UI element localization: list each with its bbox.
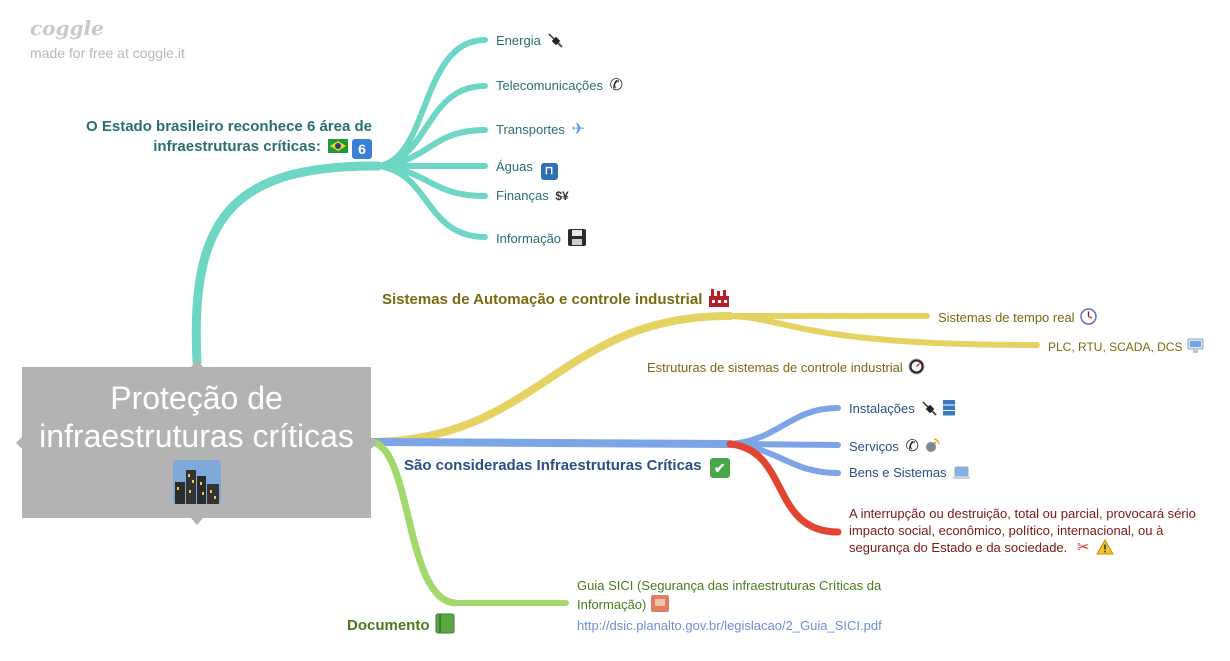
root-node[interactable]: Proteção de infraestruturas críticas — [22, 367, 371, 518]
teal-item-telecom[interactable]: Telecomunicações ✆ — [496, 78, 623, 94]
teal-item-telecom-label: Telecomunicações — [496, 78, 603, 93]
yellow-branch-label[interactable]: Sistemas de Automação e controle industr… — [382, 288, 729, 313]
plug-icon — [547, 32, 564, 52]
yellow-item-estruturas[interactable]: Estruturas de sistemas de controle indus… — [647, 358, 925, 379]
yellow-item-tempo-real-label: Sistemas de tempo real — [938, 310, 1075, 325]
factory-icon — [708, 288, 729, 313]
number-six-icon: 6 — [352, 139, 372, 159]
teal-item-aguas[interactable]: Águas ⊓ — [496, 159, 558, 180]
green-guide-line1: Guia SICI (Segurança das infraestruturas… — [577, 578, 882, 593]
yellow-item-tempo-real[interactable]: Sistemas de tempo real — [938, 308, 1097, 329]
teal-sub-transportes — [375, 127, 488, 169]
green-guide-line2-wrap: Informação) — [577, 595, 882, 617]
root-right-notch — [371, 437, 377, 449]
green-branch-label-text: Documento — [347, 617, 430, 634]
made-with-coggle-text[interactable]: made for free at coggle.it — [30, 45, 185, 61]
teal-item-energia[interactable]: Energia — [496, 32, 564, 52]
airplane-icon: ✈ — [571, 121, 585, 138]
green-book-icon — [435, 613, 455, 640]
guide-link[interactable]: http://dsic.planalto.gov.br/legislacao/2… — [577, 618, 882, 633]
blue-item-bens-label: Bens e Sistemas — [849, 465, 947, 480]
blue-main-branch — [368, 438, 734, 448]
currency-exchange-icon: $¥ — [555, 189, 569, 203]
blue-branch-label[interactable]: São consideradas Infraestruturas Crítica… — [404, 456, 730, 478]
red-branch-line3-wrap: segurança do Estado e da sociedade. ✂ — [849, 538, 1196, 559]
yellow-item-plc[interactable]: PLC, RTU, SCADA, DCS — [1048, 338, 1204, 358]
satellite-icon — [924, 437, 941, 458]
yellow-item-estruturas-label: Estruturas de sistemas de controle indus… — [647, 360, 903, 375]
green-main-branch — [368, 438, 459, 607]
plug-icon — [921, 400, 938, 420]
red-branch-line2: impacto social, econômico, político, int… — [849, 523, 1164, 538]
red-branch-line3: segurança do Estado e da sociedade. — [849, 540, 1068, 555]
coggle-logo[interactable]: coggle — [30, 16, 104, 40]
root-left-notch — [16, 437, 22, 449]
floppy-disk-icon — [567, 229, 586, 250]
teal-branch-label-line2: infraestruturas críticas: — [153, 138, 321, 155]
green-item-guia[interactable]: Guia SICI (Segurança das infraestruturas… — [577, 577, 882, 635]
clock-icon — [1080, 308, 1097, 329]
teal-branch-label-line1: O Estado brasileiro reconhece 6 área de — [86, 118, 372, 135]
laptop-icon — [953, 466, 971, 484]
root-title-line1: Proteção de — [110, 380, 283, 416]
teal-item-energia-label: Energia — [496, 33, 541, 48]
teal-item-transportes-label: Transportes — [496, 122, 565, 137]
blue-item-servicos[interactable]: Serviços ✆ — [849, 437, 941, 458]
teal-item-financas[interactable]: Finanças $¥ — [496, 188, 569, 204]
blue-item-bens[interactable]: Bens e Sistemas — [849, 465, 971, 484]
blue-item-servicos-label: Serviços — [849, 439, 899, 454]
teal-item-aguas-label: Águas — [496, 159, 533, 174]
blue-item-instalacoes[interactable]: Instalações — [849, 400, 956, 420]
teal-main-branch — [191, 161, 383, 367]
desktop-computer-icon — [1187, 338, 1204, 358]
teal-item-financas-label: Finanças — [496, 188, 549, 203]
teal-branch-label-line2-wrap: infraestruturas críticas: 6 — [86, 137, 372, 159]
yellow-branch-label-text: Sistemas de Automação e controle industr… — [382, 291, 703, 308]
phone-icon: ✆ — [905, 438, 919, 455]
yellow-item-plc-label: PLC, RTU, SCADA, DCS — [1048, 340, 1183, 354]
root-bottom-notch — [191, 518, 203, 525]
red-branch — [726, 440, 842, 536]
teal-sub-telecom — [375, 83, 488, 169]
city-icon — [173, 460, 221, 504]
yellow-main-branch — [368, 311, 734, 446]
red-branch-line1: A interrupção ou destruição, total ou pa… — [849, 506, 1196, 521]
yellow-sub-plc — [727, 313, 1040, 348]
teal-sub-informacao — [375, 163, 488, 240]
teal-item-informacao[interactable]: Informação — [496, 229, 586, 250]
root-top-notch — [191, 359, 203, 367]
teal-item-transportes[interactable]: Transportes ✈ — [496, 122, 585, 138]
blue-item-instalacoes-label: Instalações — [849, 401, 915, 416]
teal-branch-label[interactable]: O Estado brasileiro reconhece 6 área de … — [86, 117, 372, 159]
server-icon — [943, 400, 956, 420]
blue-sub-instalacoes — [727, 405, 841, 447]
root-title-line2: infraestruturas críticas — [39, 418, 354, 454]
red-branch-text[interactable]: A interrupção ou destruição, total ou pa… — [849, 505, 1196, 559]
brazil-flag-icon — [328, 139, 348, 153]
teal-item-informacao-label: Informação — [496, 231, 562, 246]
pink-book-icon — [651, 595, 669, 617]
green-branch-label[interactable]: Documento — [347, 613, 455, 640]
faucet-icon: ⊓ — [540, 163, 558, 180]
checkmark-icon: ✔ — [709, 458, 730, 478]
blue-branch-label-text: São consideradas Infraestruturas Crítica… — [404, 457, 702, 474]
scissors-icon: ✂ — [1076, 539, 1090, 556]
phone-icon: ✆ — [609, 77, 623, 94]
warning-icon — [1096, 538, 1114, 559]
green-guide-line2: Informação) — [577, 597, 647, 612]
gauge-icon — [908, 358, 925, 379]
